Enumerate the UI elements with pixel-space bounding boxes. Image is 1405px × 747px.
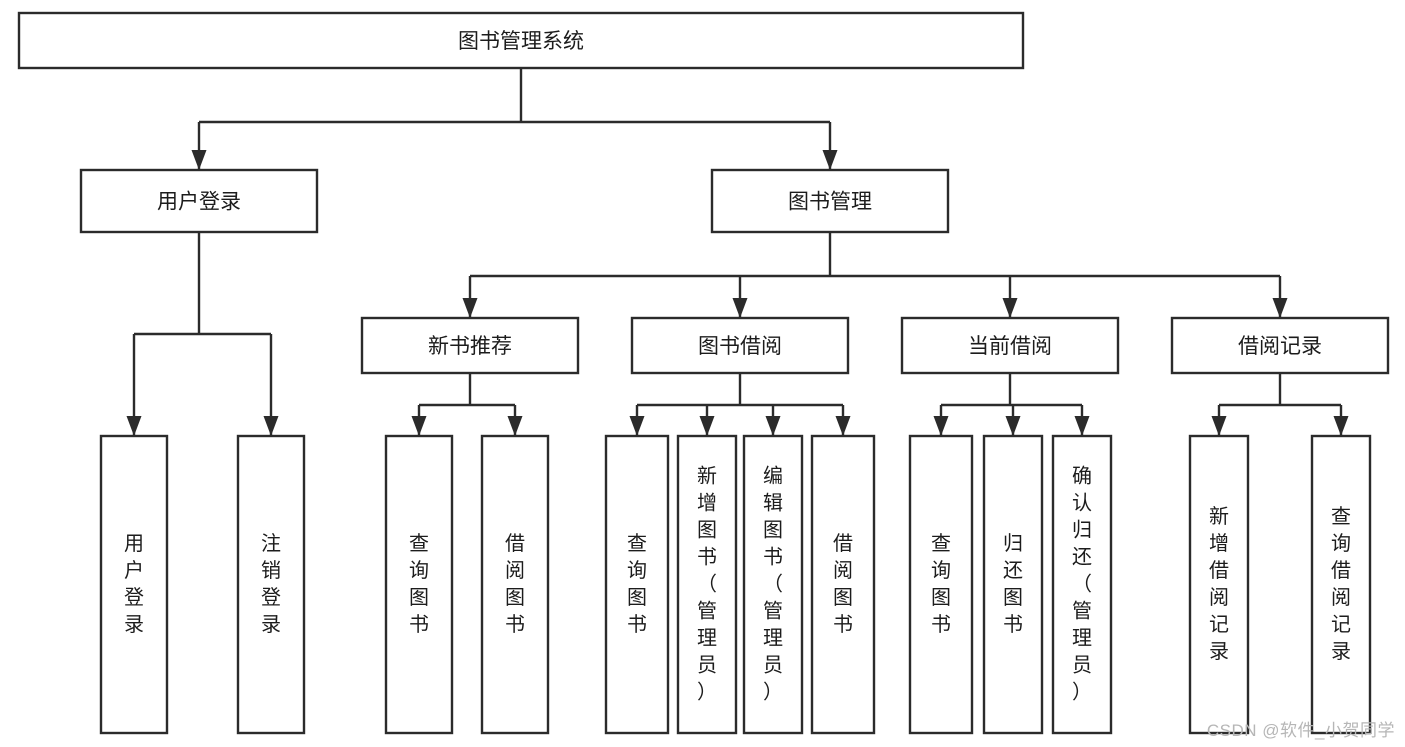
node-box	[1188, 434, 1250, 735]
node-leaf-borrow-lend[interactable]: 借阅图书	[810, 434, 876, 735]
node-box	[676, 434, 738, 735]
node-box	[710, 168, 950, 234]
connectors-layer	[126, 68, 1349, 436]
node-book-manage[interactable]: 图书管理	[710, 168, 950, 234]
node-box	[908, 434, 974, 735]
node-leaf-rec-query[interactable]: 查询图书	[384, 434, 454, 735]
node-label: 查询借阅记录	[1331, 505, 1351, 663]
node-box	[236, 434, 306, 735]
node-new-book-rec[interactable]: 新书推荐	[360, 316, 580, 375]
node-box	[810, 434, 876, 735]
node-box	[79, 168, 319, 234]
nodes-layer: 图书管理系统用户登录图书管理新书推荐图书借阅当前借阅借阅记录用户登录注销登录查询…	[17, 11, 1390, 735]
node-box	[742, 434, 804, 735]
node-label: 新书推荐	[428, 335, 512, 358]
node-label: 新增借阅记录	[1209, 505, 1229, 663]
node-leaf-cur-return[interactable]: 归还图书	[982, 434, 1044, 735]
node-leaf-rec-search[interactable]: 查询借阅记录	[1310, 434, 1372, 735]
node-leaf-cur-confirm[interactable]: 确认归还（管理员）	[1051, 434, 1113, 735]
node-label: 注销登录	[261, 532, 281, 636]
node-box	[360, 316, 580, 375]
node-box	[630, 316, 850, 375]
node-leaf-borrow-add[interactable]: 新增图书（管理员）	[676, 434, 738, 735]
node-label: 图书管理系统	[458, 30, 584, 53]
node-leaf-rec-borrow[interactable]: 借阅图书	[480, 434, 550, 735]
node-label: 归还图书	[1003, 532, 1023, 636]
node-label: 借阅图书	[833, 532, 853, 636]
node-box	[900, 316, 1120, 375]
node-label: 新增图书（管理员）	[697, 465, 717, 704]
node-borrow-record[interactable]: 借阅记录	[1170, 316, 1390, 375]
node-label: 借阅记录	[1238, 335, 1322, 358]
node-box	[1170, 316, 1390, 375]
node-book-borrow[interactable]: 图书借阅	[630, 316, 850, 375]
node-box	[384, 434, 454, 735]
node-label: 当前借阅	[968, 335, 1052, 358]
node-box	[99, 434, 169, 735]
node-current-borrow[interactable]: 当前借阅	[900, 316, 1120, 375]
node-label: 确认归还（管理员）	[1072, 465, 1092, 704]
node-label: 查询图书	[931, 532, 951, 636]
node-box	[17, 11, 1025, 70]
node-box	[604, 434, 670, 735]
node-user-login[interactable]: 用户登录	[79, 168, 319, 234]
node-box	[1310, 434, 1372, 735]
node-leaf-borrow-query[interactable]: 查询图书	[604, 434, 670, 735]
node-label: 查询图书	[627, 532, 647, 636]
node-leaf-rec-add[interactable]: 新增借阅记录	[1188, 434, 1250, 735]
node-leaf-user-logout[interactable]: 注销登录	[236, 434, 306, 735]
node-label: 借阅图书	[505, 532, 525, 636]
node-box	[982, 434, 1044, 735]
node-label: 用户登录	[124, 533, 144, 636]
node-label: 用户登录	[157, 191, 241, 214]
node-box	[480, 434, 550, 735]
node-label: 查询图书	[409, 532, 429, 636]
node-root[interactable]: 图书管理系统	[17, 11, 1025, 70]
node-leaf-borrow-edit[interactable]: 编辑图书（管理员）	[742, 434, 804, 735]
node-label: 图书管理	[788, 191, 872, 214]
node-leaf-user-login[interactable]: 用户登录	[99, 434, 169, 735]
node-label: 编辑图书（管理员）	[763, 465, 783, 704]
node-box	[1051, 434, 1113, 735]
node-leaf-cur-query[interactable]: 查询图书	[908, 434, 974, 735]
node-label: 图书借阅	[698, 335, 782, 358]
